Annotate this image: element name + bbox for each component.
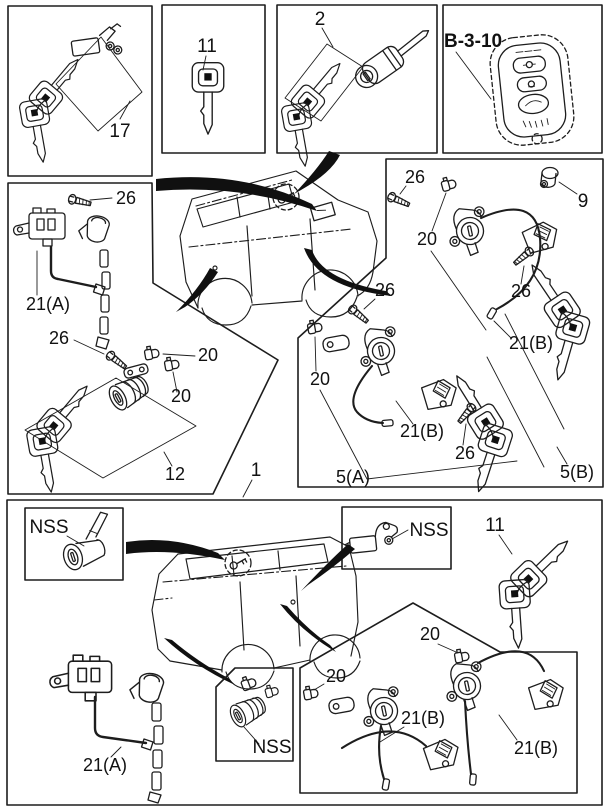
callout-label: 26 [49,328,69,348]
locator-arrow [164,638,235,685]
cable-connector-icon [417,375,458,415]
screw-icon [511,244,536,269]
callout-label: 21(A) [26,294,70,314]
callout-label: 26 [511,281,531,301]
callout-label: 26 [116,188,136,208]
ignition-cylinder-icon [354,30,430,89]
lock-rod [93,695,148,745]
door-lock-actuator-icon [49,654,113,702]
callout-label: 21(B) [401,708,445,728]
clip-icon [302,684,320,701]
panel-back-door-lock: 26 20 9 26 21(B) 20 26 26 [297,158,604,498]
callout-label: 11 [485,515,505,536]
callout-label: 5(A) [336,467,370,487]
callout-label: 20 [417,229,437,249]
callout-label: 20 [310,369,330,389]
panel-remote: B-3-10 [442,4,603,154]
callout-label: 2 [315,9,326,30]
callout-label: 20 [420,624,440,644]
callout-label: 21(B) [509,333,553,353]
callout-label: 21(A) [83,755,127,775]
callout-label: 21(B) [514,738,558,758]
lock-cable [378,724,386,781]
lock-bracket-icon [123,363,149,379]
screw-icon [66,193,93,210]
callout-label: NSS [252,737,291,758]
lock-cable [476,650,546,673]
reference-code-label: B-3-10 [444,31,502,52]
callout-label: 20 [198,345,218,365]
callout-label: 26 [375,280,395,300]
lock-cylinder-icon [443,203,494,260]
nss-lock-cylinder-icon [62,511,109,571]
screw-icon [104,349,130,372]
door-lock-actuator-icon [12,207,66,247]
callout-label: NSS [29,517,68,538]
clip-icon [163,355,181,372]
cable-connector-icon [420,735,460,774]
callout-label: 17 [109,121,130,142]
callout-label: 21(B) [400,421,444,441]
master-key-icon [191,62,225,135]
panel-2: 2 [276,4,438,169]
panel-17: 17 [7,5,153,177]
lock-cylinder-icon [354,323,405,380]
key-pair-icon [509,254,597,385]
grommet-icon [539,166,559,189]
locator-arrow [294,151,340,194]
ignition-location-mark [309,201,336,222]
locator-arrow [280,604,336,652]
callout-label: 5(B) [560,462,594,482]
lock-rod [49,245,98,289]
key-pair-icon [281,55,351,169]
locator-arrow [156,177,317,211]
callout-label: 11 [197,36,217,57]
key-holder-clip-icon [70,23,123,57]
callout-label: 1 [251,460,262,481]
callout-label: 26 [455,443,475,463]
clip-icon [439,174,458,193]
locator-arrow [304,248,392,296]
cable-connector-icon [524,675,565,715]
callout-label: 20 [326,666,346,686]
callout-outline [319,389,518,480]
lock-cable [340,730,428,750]
rod-cap-icon [76,212,112,245]
callout-outline [55,36,143,132]
lock-bracket-icon [322,334,350,353]
clip-icon [263,682,280,699]
cable-connector-icon [519,219,558,256]
callout-label: 26 [405,167,425,187]
callout-outline [24,377,197,479]
lock-cylinder-icon [357,683,408,740]
locator-arrow [176,268,218,312]
screw-icon [454,401,479,426]
clip-icon [453,647,471,664]
lock-cable [352,364,385,425]
key-pair-icon [19,51,89,165]
callout-label: 12 [165,464,185,484]
panel-11: 11 [161,4,266,154]
keyless-remote-icon [489,34,575,146]
clip-icon [306,318,324,335]
panel-bottom-set: NSS NSS 11 [6,499,603,806]
locator-arrow [126,540,225,560]
nss-lock-cylinder-icon [226,692,270,730]
lock-cable [463,699,473,776]
callout-label: NSS [409,520,448,541]
callout-label: 9 [578,191,589,212]
clip-icon [143,344,161,361]
callout-outline [486,313,568,468]
screw-icon [385,190,412,210]
locator-arrow [301,544,355,591]
car-bottom [151,536,361,690]
lock-bracket-icon [328,696,355,715]
panel-door-lock-left: 26 21(A) 26 20 20 12 [7,182,279,495]
callout-label: 20 [171,386,191,406]
rod-cap-icon [127,669,166,705]
